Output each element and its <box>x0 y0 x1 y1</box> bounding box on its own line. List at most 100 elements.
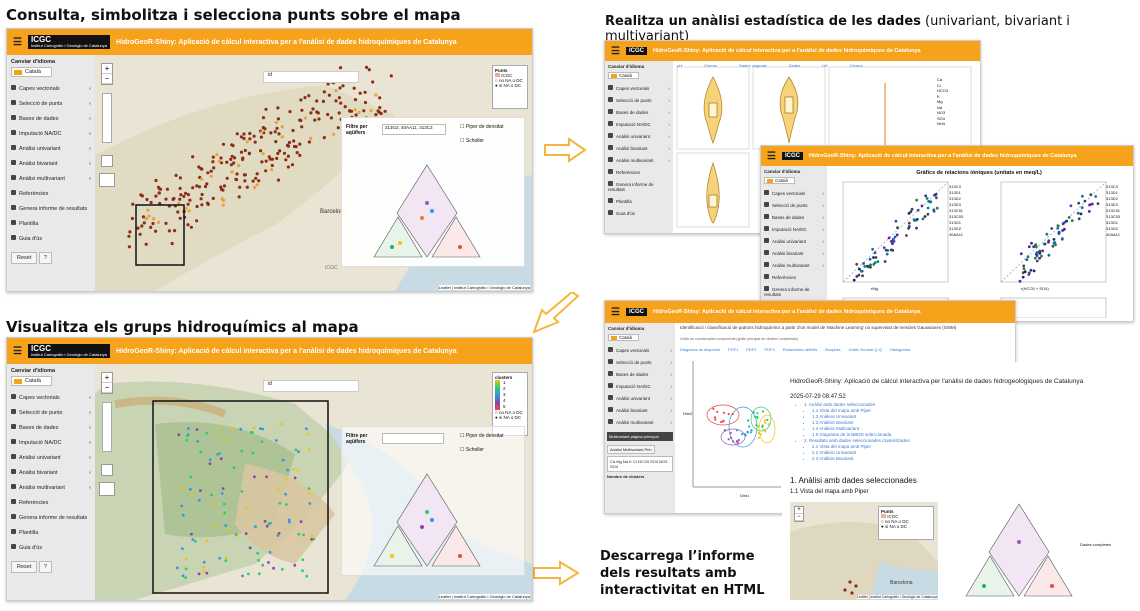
sidebar-item[interactable]: Plantilla <box>7 216 95 231</box>
tab[interactable]: Histograma <box>889 347 911 352</box>
sidebar-item[interactable]: Bases de dades‹ <box>7 111 95 126</box>
zoom-control[interactable]: +− <box>101 372 113 394</box>
sidebar-item[interactable]: Anàlisi bivariant‹ <box>605 404 675 416</box>
variables-select[interactable]: Ca Mg Na K Cl HCO3 SO4 NO3 SO4 <box>607 456 673 472</box>
sidebar-item[interactable]: Bases de dades‹ <box>761 211 827 223</box>
piper-checkbox[interactable]: ☐ Piper de densitat <box>460 124 504 130</box>
tab[interactable]: PDF2 <box>746 347 757 352</box>
sidebar-item[interactable]: Guia d'ús <box>605 207 673 219</box>
map-view[interactable]: Barcelona +− id Punts ICGC ○ no NA o DC … <box>95 55 532 291</box>
sidebar-item[interactable]: Plantilla <box>605 195 673 207</box>
toc-link[interactable]: 1. Anàlisi amb dades seleccionades <box>804 402 910 408</box>
sidebar-item[interactable]: Anàlisi univariant‹ <box>761 235 827 247</box>
tab[interactable]: pH <box>677 63 683 68</box>
hamburger-icon[interactable]: ☰ <box>611 306 620 318</box>
zoom-in-button[interactable]: + <box>102 373 112 383</box>
toc-link[interactable]: 1.5 Diagrama de la BBDD seleccionada <box>812 432 910 438</box>
toc-link[interactable]: 1.4 Anàlisis Multivariant <box>812 426 910 432</box>
search-input[interactable]: id <box>263 71 359 83</box>
tab[interactable]: PDF1 <box>728 347 739 352</box>
sidebar-item[interactable]: Anàlisi univariant‹ <box>7 141 95 156</box>
sidebar-item[interactable]: Imputació NA/DC‹ <box>7 435 95 450</box>
sidebar-item[interactable]: Anàlisi multivariant‹ <box>761 259 827 271</box>
help-button[interactable]: ? <box>38 561 52 573</box>
hamburger-icon[interactable]: ☰ <box>13 345 22 357</box>
toc-link[interactable]: 1.1 Vista del mapa amb Piper <box>812 408 910 414</box>
search-input[interactable]: id <box>263 380 359 392</box>
sidebar-item[interactable]: Plantilla <box>7 525 95 540</box>
sidebar-item[interactable]: Genera informe de resultats <box>761 283 827 300</box>
zoom-in-button[interactable]: + <box>102 64 112 74</box>
scholler-checkbox[interactable]: ☐ Scholler <box>460 138 484 144</box>
sidebar-item[interactable]: Capes vectorials‹ <box>605 344 675 356</box>
tab[interactable]: Boxplots <box>825 347 841 352</box>
hamburger-icon[interactable]: ☰ <box>13 36 22 48</box>
sidebar-item[interactable]: Genera informe de resultats <box>7 201 95 216</box>
reset-button[interactable]: Reset <box>11 561 38 573</box>
sidebar-item[interactable]: Capes vectorials‹ <box>7 81 95 96</box>
tab[interactable]: Clorurs <box>704 63 718 68</box>
sidebar-item[interactable]: Anàlisi univariant‹ <box>605 130 673 142</box>
toc-link[interactable]: 1.2 Anàlisis Univariant <box>812 414 910 420</box>
run-multivariate-button[interactable]: Anàlisi Multivariant Prin <box>607 445 655 454</box>
toc-link[interactable]: 2. Resultats amb dades seleccionades clu… <box>804 438 910 444</box>
toc-link[interactable]: 2.2 Anàlisis Univariant <box>812 450 910 456</box>
reset-button[interactable]: Reset <box>11 252 38 264</box>
delete-icon[interactable] <box>101 155 113 167</box>
sidebar-item[interactable]: Anàlisi multivariant‹ <box>605 154 673 166</box>
filter-select[interactable] <box>382 433 444 444</box>
zoom-control[interactable]: +− <box>794 506 804 522</box>
filter-select[interactable]: 313G2, 40AA11, 313C3 <box>382 124 446 135</box>
zoom-in-button[interactable]: + <box>795 507 803 514</box>
scholler-checkbox[interactable]: ☐ Scholler <box>460 447 484 453</box>
sidebar-item[interactable]: Anàlisi univariant‹ <box>605 392 675 404</box>
sidebar-item[interactable]: Bases de dades‹ <box>605 368 675 380</box>
toc-link[interactable]: 2.3 Anàlisis Bivariant <box>812 456 910 462</box>
sidebar-item[interactable]: Imputació NA/DC‹ <box>605 118 673 130</box>
sidebar-item[interactable]: Referències <box>7 186 95 201</box>
sidebar-item[interactable]: Bases de dades‹ <box>7 420 95 435</box>
language-select[interactable]: Català <box>11 376 52 386</box>
layers-icon[interactable] <box>99 482 115 496</box>
language-select[interactable]: Català <box>608 72 640 79</box>
sidebar-item[interactable]: Selecció de punts‹ <box>7 405 95 420</box>
delete-icon[interactable] <box>101 464 113 476</box>
sidebar-item[interactable]: Guia d'ús <box>7 231 95 246</box>
tab[interactable]: HA <box>822 63 828 68</box>
sidebar-item[interactable]: Anàlisi multivariant‹ <box>605 416 675 428</box>
piper-checkbox[interactable]: ☐ Piper de densitat <box>460 433 504 439</box>
toc-link[interactable]: 1.3 Anàlisis Bivariant <box>812 420 910 426</box>
sidebar-item[interactable]: Referències <box>605 166 673 178</box>
sidebar-item[interactable]: Selecció de punts‹ <box>605 94 673 106</box>
sidebar-item[interactable]: Selecció de punts‹ <box>605 356 675 368</box>
sidebar-item[interactable]: Guia d'ús <box>7 540 95 555</box>
sidebar-item[interactable]: Imputació NA/DC‹ <box>605 380 675 392</box>
sidebar-item[interactable]: Selecció de punts‹ <box>7 96 95 111</box>
sidebar-item[interactable]: Bases de dades‹ <box>605 106 673 118</box>
tab[interactable]: PDF3 <box>764 347 775 352</box>
language-select[interactable]: Català <box>608 334 640 341</box>
sidebar-item[interactable]: Genera informe de resultats <box>605 178 673 195</box>
tab[interactable]: Paràmetres definits <box>782 347 818 352</box>
sidebar-item[interactable]: Anàlisi univariant‹ <box>7 450 95 465</box>
sidebar-item[interactable]: Anàlisi bivariant‹ <box>7 156 95 171</box>
tab[interactable]: Gràfic Normal Q-Q <box>848 347 882 352</box>
report-map[interactable]: Barcelona +− Punts ICGC ○ no NA o DC ● s… <box>790 502 938 600</box>
toc-link[interactable]: 2.1 Vista del mapa amb Piper <box>812 444 910 450</box>
zoom-control[interactable]: +− <box>101 63 113 85</box>
sidebar-item[interactable]: Capes vectorials‹ <box>605 82 673 94</box>
sidebar-item[interactable]: Referències <box>7 495 95 510</box>
language-select[interactable]: Català <box>11 67 52 77</box>
zoom-out-button[interactable]: − <box>795 514 803 521</box>
sidebar-item[interactable]: Referències <box>761 271 827 283</box>
tab[interactable]: Dades <box>788 63 801 68</box>
draw-toolbar[interactable] <box>102 402 112 452</box>
sidebar-item[interactable]: Capes vectorials‹ <box>7 390 95 405</box>
sidebar-item[interactable]: Selecció de punts‹ <box>761 199 827 211</box>
sidebar-item[interactable]: Genera informe de resultats <box>7 510 95 525</box>
sidebar-item[interactable]: Anàlisi multivariant‹ <box>7 480 95 495</box>
